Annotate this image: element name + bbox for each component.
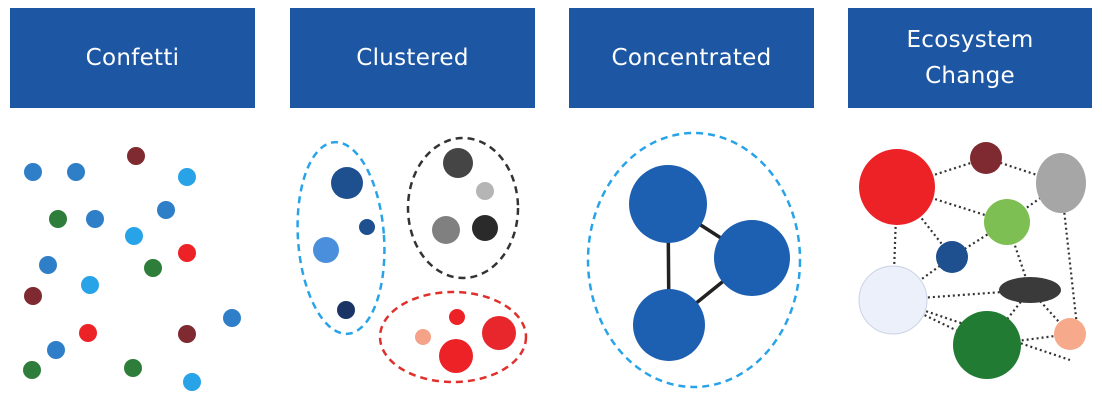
cluster-node [313,237,339,263]
confetti-dot [39,256,57,274]
concentrated-network [586,131,802,389]
ecosystem-node [1054,318,1086,350]
ecosystem-node [953,311,1021,379]
confetti-dot [24,163,42,181]
confetti-dot [47,341,65,359]
ecosystem-node [936,241,968,273]
confetti-dot [223,309,241,327]
confetti-dot [49,210,67,228]
confetti-dot [178,168,196,186]
cluster-node [359,219,375,235]
blue-cluster-boundary [296,140,386,336]
confetti-dot [24,287,42,305]
cluster-node [432,216,460,244]
ecosystem-change-title: Ecosystem Change [906,27,1034,89]
confetti-dot [124,359,142,377]
concentrated-boundary [586,131,802,389]
confetti-dot [67,163,85,181]
confetti-dot [79,324,97,342]
cluster-node [439,339,473,373]
network-node [714,220,790,296]
confetti-dot [81,276,99,294]
ecosystem-node [984,199,1030,245]
confetti-dot [144,259,162,277]
ecosystem-change-header: Ecosystem Change [848,8,1092,108]
confetti-dot [23,361,41,379]
concentrated-title: Concentrated [611,45,772,71]
cluster-node [476,182,494,200]
confetti-dot [183,373,201,391]
cluster-node [472,215,498,241]
ecosystem-network [858,142,1086,379]
ecosystem-node [1036,153,1086,213]
confetti-dot [86,210,104,228]
ecosystem-link [891,186,899,301]
cluster-node [337,301,355,319]
cluster-node [449,309,465,325]
ecosystem-node [970,142,1002,174]
gray-cluster-boundary [406,136,520,280]
cluster-node [443,148,473,178]
ecosystem-link [986,332,1071,347]
ecosystem-node [858,265,928,335]
clustered-header: Clustered [290,8,535,108]
confetti-dot [125,227,143,245]
clustered-title: Clustered [356,45,469,71]
network-node [629,165,707,243]
cluster-node [415,329,431,345]
ecosystem-node [859,149,935,225]
red-cluster-boundary [378,290,528,384]
network-node [633,289,705,361]
confetti-dot [178,325,196,343]
confetti-header: Confetti [10,8,255,108]
clustered-groups [296,136,528,384]
cluster-node [482,316,516,350]
confetti-dot [178,244,196,262]
confetti-title: Confetti [85,45,180,71]
cluster-node [331,167,363,199]
confetti-dots [23,147,241,391]
confetti-dot [127,147,145,165]
concentrated-header: Concentrated [569,8,814,108]
ecosystem-node [999,277,1061,303]
confetti-dot [157,201,175,219]
